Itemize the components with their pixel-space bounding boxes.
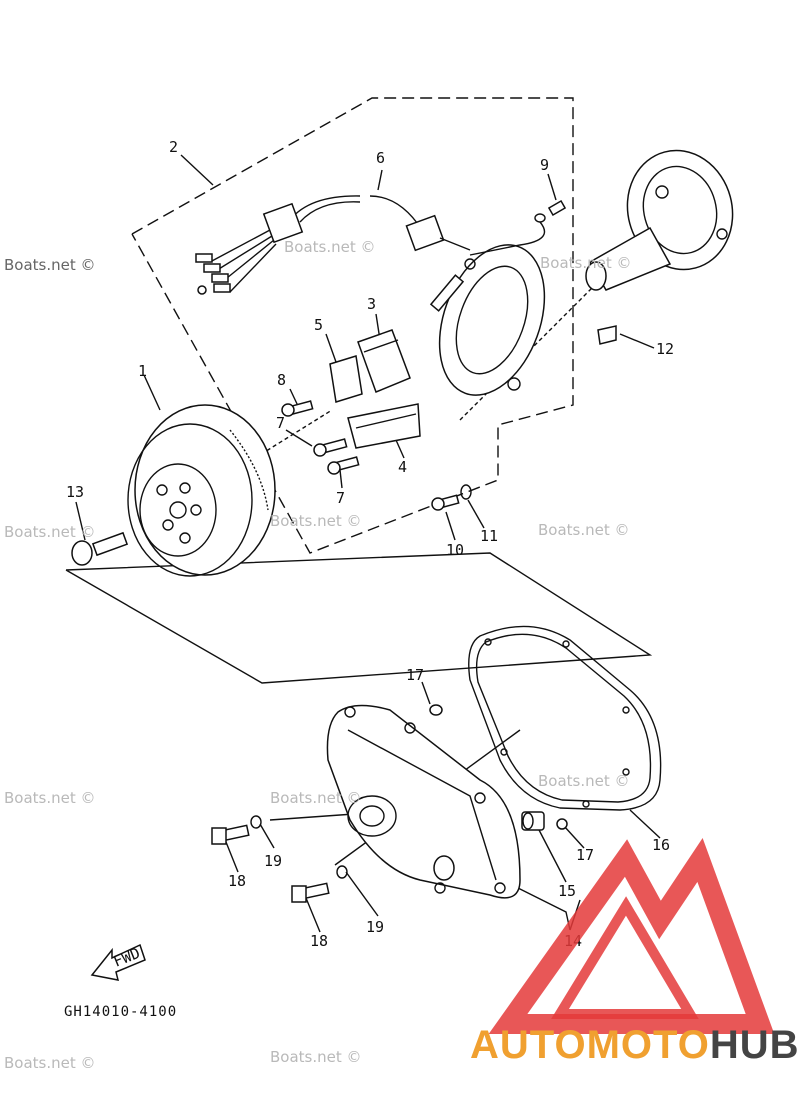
- watermark-text: Boats.net ©: [4, 1054, 96, 1072]
- flywheel-rotor: [127, 404, 276, 577]
- callout-8: 8: [277, 371, 286, 389]
- lighting-coil: [347, 403, 421, 449]
- callout-18-upper: 18: [228, 872, 246, 890]
- callout-19-lower: 19: [366, 918, 384, 936]
- watermark-text: Boats.net ©: [4, 789, 96, 807]
- pulser-coil: [329, 355, 363, 403]
- watermark-text: Boats.net ©: [270, 1048, 362, 1066]
- callout-5: 5: [314, 316, 323, 334]
- leader-lines: [75, 154, 661, 933]
- lower-outline: [65, 552, 653, 684]
- callout-17-upper: 17: [406, 666, 424, 684]
- screw-set: [281, 400, 360, 475]
- callout-1: 1: [138, 362, 147, 380]
- callout-3: 3: [367, 295, 376, 313]
- crankshaft-coupler: [585, 149, 734, 345]
- callout-labels: 1 2 3 4 5 6 7 7 8 9 10 11 12 13 14 15 16…: [66, 138, 674, 950]
- watermark-text: Boats.net ©: [538, 772, 630, 790]
- watermark-text: Boats.net ©: [4, 523, 96, 541]
- forward-direction-arrow: FWD: [90, 944, 146, 981]
- watermark-text: Boats.net ©: [4, 256, 96, 274]
- wire-harness: [195, 195, 471, 295]
- watermark-text: Boats.net ©: [270, 512, 362, 530]
- watermark-text: Boats.net ©: [540, 254, 632, 272]
- callout-12: 12: [656, 340, 674, 358]
- watermark-text: Boats.net ©: [270, 789, 362, 807]
- bolt-and-washer: [431, 484, 472, 511]
- cover-bolts: [211, 815, 348, 903]
- flywheel-bolt: [71, 531, 129, 566]
- callout-2: 2: [169, 138, 178, 156]
- callout-6: 6: [376, 149, 385, 167]
- callout-10: 10: [446, 541, 464, 559]
- callout-7-upper: 7: [276, 414, 285, 432]
- ground-screw: [469, 200, 567, 256]
- callout-18-lower: 18: [310, 932, 328, 950]
- callout-16: 16: [652, 836, 670, 854]
- watermarks: Boats.net © Boats.net © Boats.net © Boat…: [4, 238, 632, 1072]
- callout-11: 11: [480, 527, 498, 545]
- watermark-text: Boats.net ©: [538, 521, 630, 539]
- callout-13: 13: [66, 483, 84, 501]
- callout-17-lower: 17: [576, 846, 594, 864]
- callout-4: 4: [398, 458, 407, 476]
- cover-gasket: [468, 625, 662, 811]
- automotohub-logo: AUTOMOTOHUB: [470, 838, 800, 1067]
- callout-15: 15: [558, 882, 576, 900]
- side-cover: [326, 704, 521, 899]
- assembly-outline: [131, 97, 574, 554]
- callout-9: 9: [540, 156, 549, 174]
- diagram-part-code: GH14010-4100: [64, 1004, 177, 1020]
- stator-base-plate: [429, 244, 546, 396]
- logo-part1: AUTOMOTOHUB: [470, 1023, 800, 1067]
- callout-7-lower: 7: [336, 489, 345, 507]
- callout-19-upper: 19: [264, 852, 282, 870]
- charge-coil: [357, 329, 411, 393]
- dowel-pins: [429, 704, 568, 831]
- watermark-text: Boats.net ©: [284, 238, 376, 256]
